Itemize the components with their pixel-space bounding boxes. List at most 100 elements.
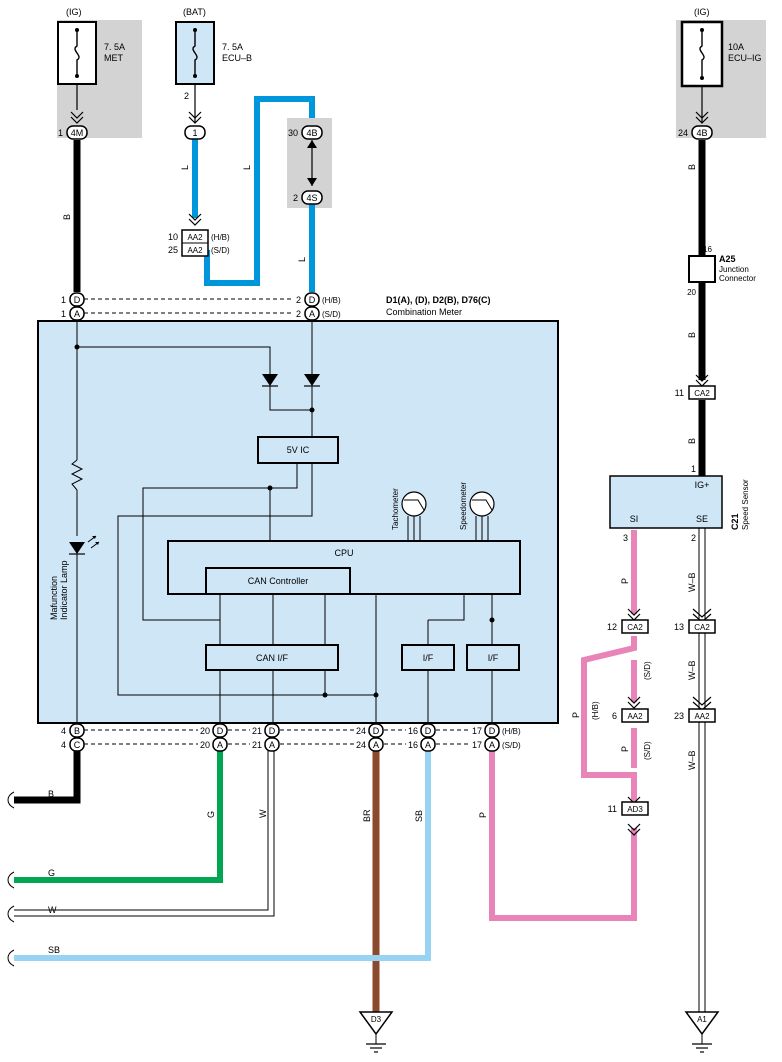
junction-upper-conn: 4B — [306, 128, 317, 138]
sensor-name: Speed Sensor — [741, 479, 750, 530]
svg-text:D: D — [489, 726, 496, 736]
meter-top-right-var1: (H/B) — [322, 296, 341, 305]
sensor-si-label: SI — [630, 514, 639, 524]
ca2-si-pin: 12 — [607, 622, 617, 632]
diode-icon — [304, 374, 320, 387]
met-pin: 1 — [58, 128, 63, 138]
svg-text:24: 24 — [356, 726, 366, 736]
ca2-si-conn: CA2 — [627, 623, 643, 632]
ecuig-rating: 10A — [728, 42, 744, 52]
svg-text:20: 20 — [200, 740, 210, 750]
svg-text:W–B: W–B — [687, 572, 697, 592]
can-if-label: CAN I/F — [256, 653, 289, 663]
sensor-id: C21 — [730, 513, 740, 530]
a25-line2: Connector — [719, 274, 756, 283]
ca2-top-conn: CA2 — [694, 389, 710, 398]
ecuig-connector: 4B — [696, 128, 707, 138]
wire-sb-bottom — [14, 750, 431, 961]
tachometer-label: Tachometer — [391, 488, 400, 530]
svg-text:B: B — [62, 214, 72, 220]
tachometer-icon — [401, 491, 427, 517]
variant-sd2: (S/D) — [643, 741, 652, 760]
svg-text:L: L — [297, 257, 307, 262]
aa2-se-conn: AA2 — [694, 712, 710, 721]
wire-w-bottom — [14, 750, 275, 917]
meter-top-right-conn2: A — [309, 309, 315, 319]
svg-text:A: A — [269, 740, 275, 750]
svg-text:21: 21 — [252, 740, 262, 750]
svg-text:A: A — [425, 740, 431, 750]
variant-sd1: (S/D) — [643, 661, 652, 680]
svg-text:(S/D): (S/D) — [502, 741, 521, 750]
svg-text:G: G — [206, 811, 216, 818]
svg-text:B: B — [74, 726, 80, 736]
ground-d3-icon — [358, 1011, 394, 1053]
junction-upper-pin: 30 — [288, 128, 298, 138]
diode-icon — [262, 374, 278, 387]
meter-top-right-pin1: 2 — [296, 295, 301, 305]
ecuig-name: ECU–IG — [728, 53, 762, 63]
meter-top-right-pin2: 2 — [296, 309, 301, 319]
ecuig-supply: (IG) — [694, 7, 710, 17]
ecub-name: ECU–B — [222, 53, 252, 63]
a25-line1: Junction — [719, 265, 749, 274]
ground-a1-label: A1 — [697, 1015, 707, 1024]
meter-bottom-dashes — [84, 729, 471, 745]
aa2-left-var1: (H/B) — [211, 233, 230, 242]
svg-text:D: D — [373, 726, 380, 736]
5v-ic-block — [257, 436, 339, 464]
a25-pin-bot: 20 — [687, 288, 696, 297]
svg-text:W: W — [258, 809, 268, 818]
svg-text:D: D — [269, 726, 276, 736]
variant-hb: (H/B) — [591, 701, 600, 720]
met-rating: 7. 5A — [104, 42, 125, 52]
mil-label-1: Mafunction — [49, 576, 59, 620]
svg-text:A: A — [489, 740, 495, 750]
mil-led-icon — [69, 535, 100, 555]
if1-block — [401, 644, 455, 671]
meter-top-left-pin1: 1 — [61, 295, 66, 305]
wire-break-marks — [7, 791, 15, 967]
sensor-se-label: SE — [696, 514, 708, 524]
connector-arrows — [70, 111, 712, 836]
speedometer-icon — [469, 491, 495, 517]
ecub-fuse — [175, 21, 215, 85]
cpu-label: CPU — [334, 548, 353, 558]
if2-block — [466, 644, 520, 671]
ecuig-fuse — [680, 20, 724, 88]
if2-label: I/F — [488, 653, 499, 663]
aa2-si-pin: 6 — [612, 711, 617, 721]
svg-text:W–B: W–B — [687, 660, 697, 680]
svg-text:B: B — [48, 789, 54, 799]
svg-text:17: 17 — [472, 726, 482, 736]
ground-a1-icon — [684, 1011, 720, 1053]
svg-text:C: C — [74, 740, 81, 750]
meter-top-right-var2: (S/D) — [322, 310, 341, 319]
svg-text:(H/B): (H/B) — [502, 727, 521, 736]
aa2-left-var2: (S/D) — [211, 246, 230, 255]
meter-junction-dots — [74, 344, 495, 698]
wire-g-bottom — [14, 750, 223, 883]
wire-si-p-mid — [581, 636, 637, 802]
wire-si-p-lower — [489, 750, 637, 921]
svg-text:4: 4 — [61, 726, 66, 736]
svg-text:P: P — [571, 712, 581, 718]
5v-ic-label: 5V IC — [287, 445, 310, 455]
svg-text:P: P — [478, 812, 488, 818]
meter-top-left-conn2: A — [74, 309, 80, 319]
meter-top-dashes — [84, 298, 293, 314]
svg-text:W–B: W–B — [687, 750, 697, 770]
connectors — [66, 125, 713, 752]
svg-text:B: B — [687, 164, 697, 170]
a25-pin-top: 16 — [703, 245, 712, 254]
aa2-left-conn1: AA2 — [187, 233, 203, 242]
svg-text:L: L — [180, 165, 190, 170]
meter-subtitle: Combination Meter — [386, 307, 462, 317]
ecub-rating: 7. 5A — [222, 42, 243, 52]
wire-color-labels: B L L L B B B P P P W–B W–B W–B B G W SB… — [48, 164, 697, 955]
ecub-connector: 1 — [192, 128, 197, 138]
met-supply: (IG) — [66, 7, 82, 17]
svg-text:16: 16 — [408, 726, 418, 736]
sensor-pin-ig: 1 — [691, 464, 696, 474]
